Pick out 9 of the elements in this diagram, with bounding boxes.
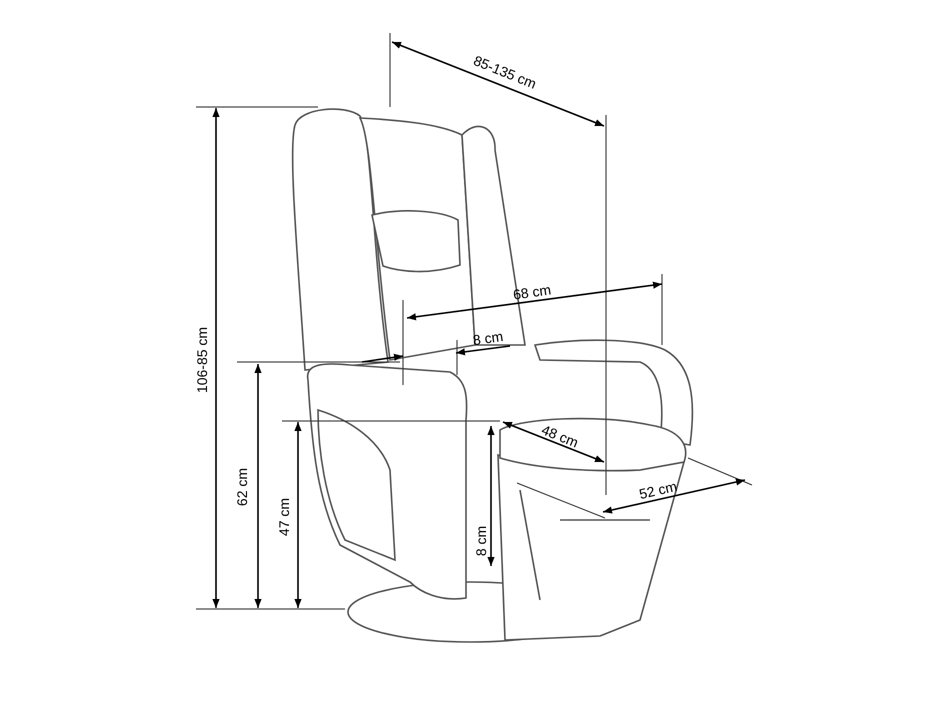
- dimension-label: 85-135 cm: [472, 53, 538, 91]
- dimension-label: 48 cm: [540, 422, 580, 450]
- dimension-label: 8 cm: [474, 526, 488, 556]
- dimension-label: 47 cm: [277, 498, 291, 536]
- dimension-label: 52 cm: [638, 478, 678, 502]
- dimension-label: 68 cm: [512, 282, 552, 302]
- dimension-label: 8 cm: [472, 328, 504, 348]
- dimension-label: 106-85 cm: [195, 326, 209, 394]
- dimension-label: 62 cm: [235, 468, 249, 506]
